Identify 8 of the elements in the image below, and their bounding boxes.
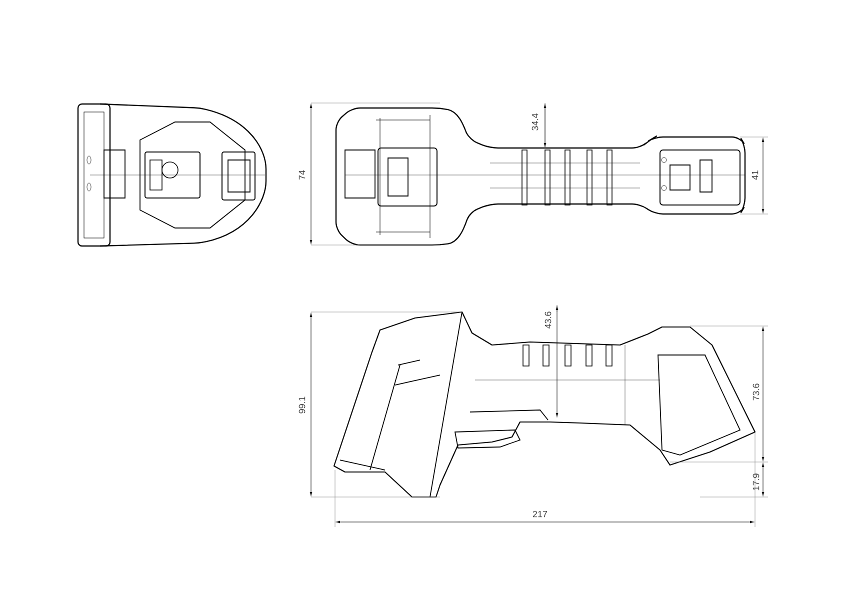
dimension-label: 74: [298, 170, 306, 180]
dimension-label: 73.6: [752, 384, 760, 400]
dimension-label: 43.6: [544, 312, 552, 329]
dimension-label: 41: [752, 170, 758, 180]
dimension-label: 17.9: [752, 474, 760, 490]
dimension-label: 34.4: [532, 114, 538, 130]
dimension-label: 99.1: [298, 396, 306, 414]
dimension-label: 217: [532, 510, 548, 518]
